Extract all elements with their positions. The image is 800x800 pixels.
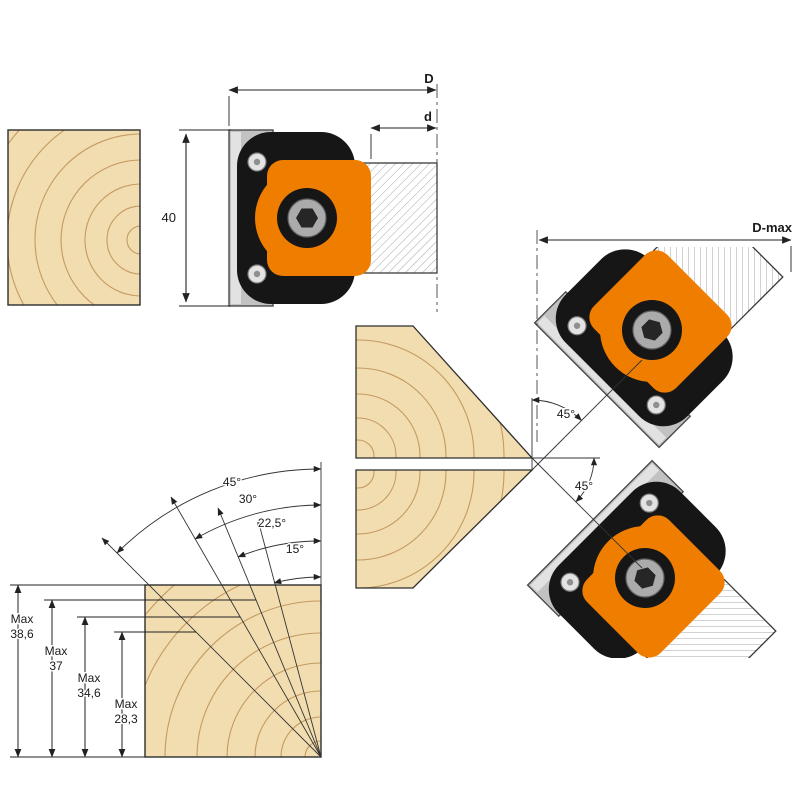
tilt-annotation-lower xyxy=(531,457,643,569)
wood-grain xyxy=(8,130,140,305)
fan-line-45 xyxy=(101,537,322,758)
dimension-label-40: 40 xyxy=(162,210,176,225)
max-height-dimensions xyxy=(10,584,256,758)
max-height-labels: Max 38,6 Max 37 Max 34,6 Max 28,3 xyxy=(9,611,140,728)
tilt-angle-label-lower: 45° xyxy=(575,479,593,493)
dimension-label-dmax: D-max xyxy=(752,220,793,235)
fan-arc-22-5 xyxy=(237,537,322,558)
tilt-angle-workpiece xyxy=(144,584,322,758)
fan-angle-label-45: 45° xyxy=(223,475,241,489)
cutter-head-front-view xyxy=(228,129,438,307)
max-label-2-value: 37 xyxy=(49,659,63,673)
fan-arc-15 xyxy=(273,573,322,585)
max-label-1-value: 38,6 xyxy=(10,627,34,641)
wood-grain xyxy=(356,326,505,458)
max-label-4-prefix: Max xyxy=(115,697,138,711)
fan-angle-label-30: 30° xyxy=(239,492,257,506)
fan-angle-label-22-5: 22,5° xyxy=(258,516,286,530)
max-label-4-value: 28,3 xyxy=(114,712,138,726)
dimension-label-D: D xyxy=(424,71,433,86)
tilt-angle-label-upper: 45° xyxy=(557,407,575,421)
dimension-dmax xyxy=(538,236,792,272)
tilt-angle-fan xyxy=(101,462,322,758)
wood-blank-square xyxy=(7,129,141,306)
dimension-label-d: d xyxy=(424,109,432,124)
chamfered-workpiece-lower xyxy=(355,469,534,589)
fan-arc-45 xyxy=(116,465,322,554)
fan-angle-label-15: 15° xyxy=(286,542,304,556)
max-label-3-prefix: Max xyxy=(78,671,101,685)
chamfered-workpiece-upper xyxy=(355,325,534,459)
max-label-3-value: 34,6 xyxy=(77,686,101,700)
max-label-1-prefix: Max xyxy=(11,612,34,626)
fan-arc-30 xyxy=(194,501,322,540)
dimension-D xyxy=(228,86,437,126)
fan-line-15 xyxy=(256,519,322,758)
dimension-height-40 xyxy=(179,129,231,307)
dimension-d xyxy=(370,124,437,159)
tilt-annotation-upper xyxy=(531,359,643,471)
max-label-2-prefix: Max xyxy=(45,644,68,658)
wood-grain xyxy=(356,470,505,588)
cutter-head-tilted-lower xyxy=(526,459,800,658)
